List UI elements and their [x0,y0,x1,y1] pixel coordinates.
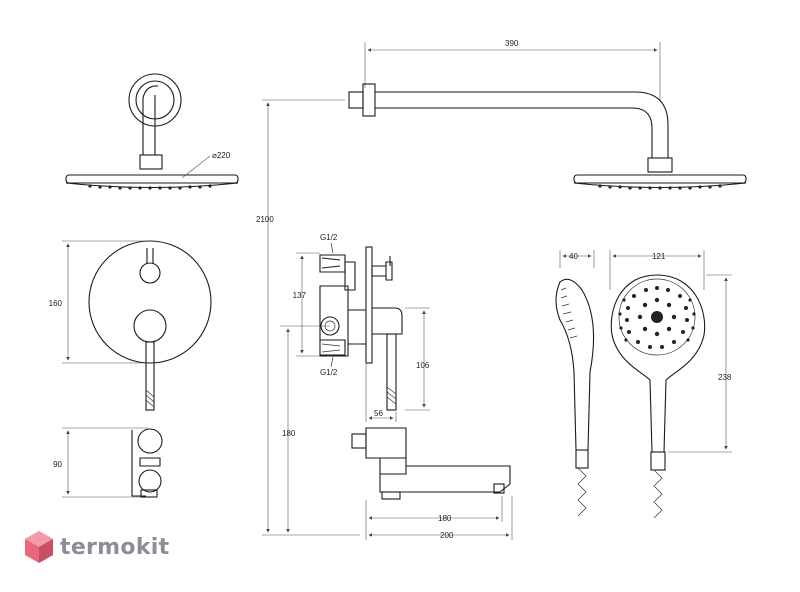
arm-length-label: 390 [505,39,519,48]
nozzle-row-right [598,184,722,190]
built-in-body-view: G1/2 G1/2 137 106 56 [293,233,430,422]
nozzle-row [88,184,212,190]
mixer-front-view: 160 [49,240,212,411]
mixer-depth-label: 90 [53,460,62,469]
handle-height-label: 106 [416,361,430,370]
brand-name: termokit [60,534,170,560]
hand-shower-side-view: 40 [555,250,595,517]
mixer-diameter-label: 160 [49,299,63,308]
hand-shower-front-view: 121 238 [609,250,732,519]
brand-logo: termokit [24,530,169,564]
spray-face [618,286,696,349]
handshower-width-label: 121 [652,252,666,261]
inlet-top-label: G1/2 [320,233,338,242]
inlet-bottom-label: G1/2 [320,368,338,377]
handle-offset-label: 56 [374,409,383,418]
shower-head-side-view: ⌀220 [65,73,239,190]
handshower-thickness-label: 40 [569,252,578,261]
shower-arm-front-view: 390 [348,39,747,190]
handshower-length-label: 238 [718,373,732,382]
spout-height-label: 180 [282,429,296,438]
mixer-side-view: 90 [53,427,163,498]
spout-length-label: 180 [438,514,452,523]
hexagon-logo-icon [25,531,53,563]
spout-total-label: 200 [440,531,454,540]
body-height-label: 137 [293,291,307,300]
total-height-dimension: 2100 [256,99,360,536]
total-height-label: 2100 [256,215,274,224]
spout-view: 180 180 200 [280,325,513,540]
head-diameter-label: ⌀220 [212,151,231,160]
